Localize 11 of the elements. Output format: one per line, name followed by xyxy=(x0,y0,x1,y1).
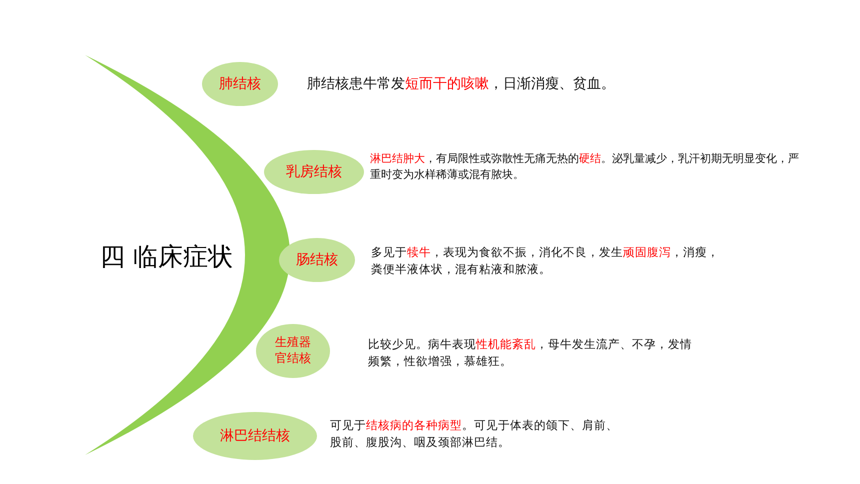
ellipse-node: 淋巴结结核 xyxy=(193,412,317,460)
symptom-text: 可见于结核病的各种病型。可见于体表的颌下、肩前、股前、腹股沟、咽及颈部淋巴结。 xyxy=(330,417,619,450)
symptom-text: 比较少见。病牛表现性机能紊乱，母牛发生流产、不孕，发情频繁，性欲增强，慕雄狂。 xyxy=(368,336,693,370)
ellipse-node: 肺结核 xyxy=(202,62,278,106)
symptom-text: 肺结核患牛常发短而干的咳嗽，日渐消瘦、贫血。 xyxy=(307,75,616,94)
symptom-text: 淋巴结肿大，有局限性或弥散性无痛无热的硬结。泌乳量减少，乳汗初期无明显变化，严重时变为水样稀薄或混有脓块。 xyxy=(370,151,800,183)
ellipse-node: 生殖器官结核 xyxy=(256,324,330,378)
ellipse-node: 乳房结核 xyxy=(264,150,364,194)
title: 四 临床症状 xyxy=(100,241,233,273)
symptom-text: 多见于犊牛，表现为食欲不振，消化不良，发生顽固腹泻，消瘦，粪便半液体状，混有粘液和脓液。 xyxy=(371,244,720,278)
ellipse-node: 肠结核 xyxy=(279,238,355,282)
